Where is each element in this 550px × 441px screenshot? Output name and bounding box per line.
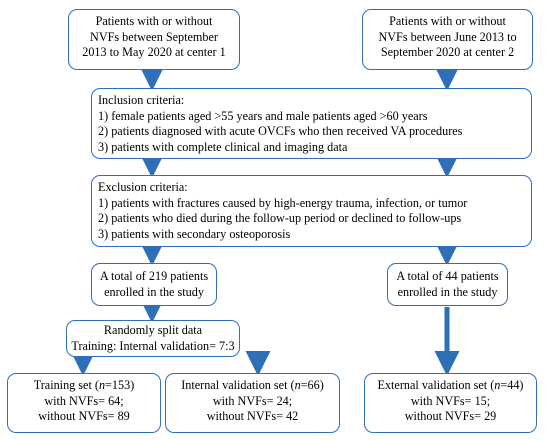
external-with-nvfs: with NVFs= 15; [410,393,491,408]
total-center2-line-2: enrolled in the study [397,284,498,299]
external-title: External validation set (n=44) [365,378,536,394]
center1-box: Patients with or without NVFs between Se… [68,9,240,70]
total-center1-line-2: enrolled in the study [104,284,204,299]
internal-n-value: =66) [300,378,324,392]
training-n-value: =153) [105,378,135,392]
training-n-var: n [98,378,106,392]
exclusion-item-3: 3) patients with secondary osteoporosis [98,226,291,241]
center2-line-1: Patients with or without [389,14,506,28]
inclusion-title: Inclusion criteria: [98,93,185,107]
internal-validation-box: Internal validation set (n=66) with NVFs… [165,373,340,433]
center1-line-1: Patients with or without [95,14,213,28]
training-with-nvfs: with NVFs= 64; [44,393,124,408]
external-n-var: n [494,378,501,392]
internal-name: Internal validation set ( [181,378,295,392]
external-without-nvfs: without NVFs= 29 [404,409,497,423]
total-center2-box: A total of 44 patients enrolled in the s… [387,263,508,306]
internal-without-nvfs: without NVFs= 42 [206,409,299,423]
inclusion-item-3: 3) patients with complete clinical and i… [98,139,348,154]
inclusion-item-2: 2) patients diagnosed with acute OVCFs w… [98,124,463,138]
external-n-value: =44) [500,378,524,392]
external-name: External validation set ( [377,378,495,392]
center2-box: Patients with or without NVFs between Ju… [362,9,533,70]
external-validation-box: External validation set (n=44) with NVFs… [364,373,537,433]
exclusion-item-1: 1) patients with fractures caused by hig… [98,195,468,210]
training-name: Training set ( [33,378,99,392]
training-title: Training set (n=153) [8,378,160,394]
internal-n-var: n [294,378,301,392]
total-center1-box: A total of 219 patients enrolled in the … [91,263,217,306]
training-without-nvfs: without NVFs= 89 [38,409,130,423]
total-center2-line-1: A total of 44 patients [396,269,499,283]
inclusion-item-1: 1) female patients aged >55 years and ma… [98,108,428,123]
split-line-2: Training: Internal validation= 7:3 [71,338,235,353]
center1-line-3: 2013 to May 2020 at center 1 [82,45,226,59]
internal-with-nvfs: with NVFs= 24; [212,393,293,408]
center2-line-2: NVFs between June 2013 to [378,29,517,44]
training-set-box: Training set (n=153) with NVFs= 64; with… [7,373,161,433]
split-line-1: Randomly split data [103,323,203,337]
random-split-box: Randomly split data Training: Internal v… [66,320,240,357]
exclusion-item-2: 2) patients who died during the follow-u… [98,211,462,225]
internal-title: Internal validation set (n=66) [166,378,339,394]
total-center1-line-1: A total of 219 patients [99,269,209,283]
center1-line-2: NVFs between September [90,29,218,44]
inclusion-criteria-box: Inclusion criteria: 1) female patients a… [91,88,532,159]
exclusion-title: Exclusion criteria: [98,180,188,194]
exclusion-criteria-box: Exclusion criteria: 1) patients with fra… [91,175,532,247]
center2-line-3: September 2020 at center 2 [380,45,515,59]
